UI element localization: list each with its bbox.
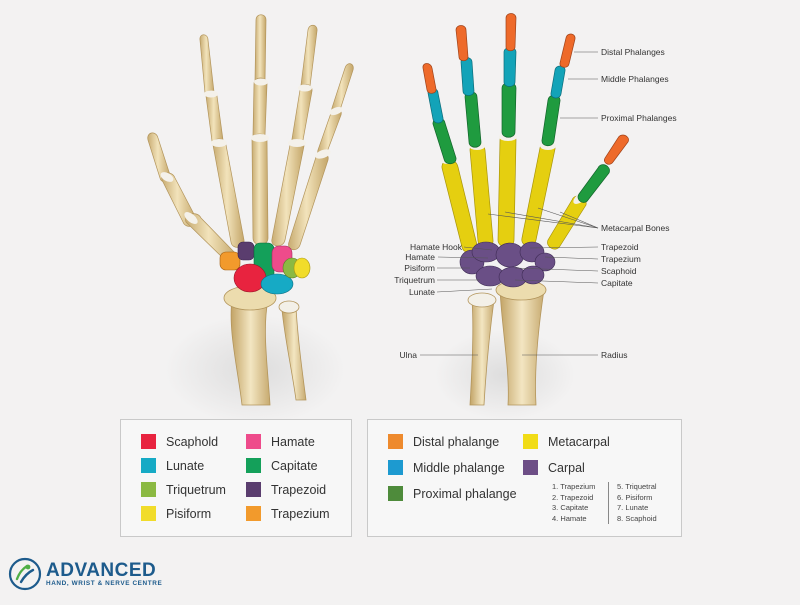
legend-label: Trapezium <box>271 506 330 521</box>
legend-swatch <box>246 458 261 473</box>
carpal-list-column-a: 1. Trapezium 2. Trapezoid 3. Capitate 4.… <box>552 482 595 524</box>
legend-swatch <box>388 460 403 475</box>
legend-item-proximal-phalange: Proximal phalange <box>388 486 517 501</box>
legend-label: Trapezoid <box>271 482 327 497</box>
label-triquetrum: Triquetrum <box>394 275 435 285</box>
left-radius-bone <box>230 299 271 406</box>
legend-swatch <box>141 434 156 449</box>
legend-item-triquetrum: Triquetrum <box>141 482 226 497</box>
legend-swatch <box>523 434 538 449</box>
legend-item-carpal: Carpal <box>523 460 585 475</box>
carpal-legend: Scaphold Hamate Lunate Capitate Triquetr… <box>120 419 352 537</box>
carpal-list-item: 7. Lunate <box>617 503 649 512</box>
legend-swatch <box>246 434 261 449</box>
right-ulna-bone <box>469 299 495 406</box>
legend-item-capitate: Capitate <box>246 458 318 473</box>
carpal-list-item: 6. Pisiform <box>617 492 653 502</box>
left-middle-finger <box>251 14 269 246</box>
carpal-list-divider <box>608 482 609 524</box>
legend-label: Carpal <box>548 460 585 475</box>
legend-item-hamate: Hamate <box>246 434 315 449</box>
brand-logo[interactable]: ADVANCED HAND, WRIST & NERVE CENTRE <box>8 557 162 591</box>
carpal-pisiform-left <box>293 257 311 279</box>
label-pisiform: Pisiform <box>404 263 435 273</box>
right-radius-bone <box>499 289 545 406</box>
legend-item-scaphoid: Scaphold <box>141 434 218 449</box>
carpal-trapezium-left <box>219 251 241 271</box>
carpal-list-item: 1. Trapezium <box>552 482 596 491</box>
legend-label: Metacarpal <box>548 434 610 449</box>
legend-item-pisiform: Pisiform <box>141 506 211 521</box>
legend-item-lunate: Lunate <box>141 458 204 473</box>
carpal-list-item: 5. Triquetral <box>617 482 657 491</box>
legend-item-middle-phalange: Middle phalange <box>388 460 505 475</box>
legend-label: Triquetrum <box>166 482 226 497</box>
carpal-list-item: 4. Hamate <box>552 513 587 523</box>
label-hamate-hook: Hamate Hook <box>410 242 463 252</box>
right-metacarpals <box>440 133 587 254</box>
label-scaphoid: Scaphoid <box>601 266 637 276</box>
brand-name: ADVANCED <box>46 559 157 581</box>
right-hand-illustration: Distal Phalanges Middle Phalanges Proxim… <box>394 13 677 406</box>
legend-label: Scaphold <box>166 434 219 449</box>
legend-label: Proximal phalange <box>413 486 517 501</box>
legend-label: Distal phalange <box>413 434 500 449</box>
label-radius: Radius <box>601 350 627 360</box>
carpal-list-column-b: 5. Triquetral 6. Pisiform 7. Lunate 8. S… <box>617 482 657 524</box>
legend-swatch <box>523 460 538 475</box>
label-trapezoid: Trapezoid <box>601 242 639 252</box>
carpal-lunate-left <box>260 273 294 295</box>
legend-swatch <box>141 482 156 497</box>
label-capitate: Capitate <box>601 278 633 288</box>
label-proximal-phalanges: Proximal Phalanges <box>601 113 677 123</box>
left-thumb <box>147 132 238 263</box>
right-distal-phalanges <box>422 13 629 165</box>
brand-subtitle: HAND, WRIST & NERVE CENTRE <box>46 579 163 587</box>
brand-emblem-icon <box>8 557 42 591</box>
legend-label: Capitate <box>271 458 318 473</box>
label-middle-phalanges: Middle Phalanges <box>601 74 669 84</box>
left-index-finger <box>199 34 245 248</box>
label-lunate: Lunate <box>409 287 435 297</box>
legend-label: Lunate <box>166 458 205 473</box>
legend-label: Pisiform <box>166 506 212 521</box>
bone-group-legend: Distal phalange Metacarpal Middle phalan… <box>367 419 682 537</box>
left-ulna-bone <box>281 307 307 401</box>
left-ring-finger <box>271 24 318 247</box>
label-hamate: Hamate <box>405 252 435 262</box>
carpal-list-item: 3. Capitate <box>552 503 589 512</box>
legend-label: Middle phalange <box>413 460 505 475</box>
leader-lines <box>420 51 599 356</box>
label-trapezium: Trapezium <box>601 254 641 264</box>
legend-swatch <box>141 458 156 473</box>
legend-item-metacarpal: Metacarpal <box>523 434 610 449</box>
legend-swatch <box>141 506 156 521</box>
carpal-list-item: 2. Trapezoid <box>552 492 594 502</box>
legend-label: Hamate <box>271 434 315 449</box>
legend-swatch <box>246 482 261 497</box>
carpal-trapezoid-left <box>237 241 255 261</box>
right-middle-phalanges <box>427 47 566 124</box>
label-ulna: Ulna <box>400 350 418 360</box>
legend-item-trapezoid: Trapezoid <box>246 482 326 497</box>
left-hand-illustration <box>147 14 354 406</box>
left-little-finger <box>288 63 354 251</box>
label-metacarpal-bones: Metacarpal Bones <box>601 223 670 233</box>
legend-swatch <box>388 486 403 501</box>
left-carpal-bones <box>219 241 311 295</box>
legend-item-distal-phalange: Distal phalange <box>388 434 499 449</box>
label-distal-phalanges: Distal Phalanges <box>601 47 665 57</box>
carpal-scaphoid-left <box>233 263 267 293</box>
legend-item-trapezium: Trapezium <box>246 506 330 521</box>
legend-swatch <box>388 434 403 449</box>
legend-swatch <box>246 506 261 521</box>
carpal-list-item: 8. Scaphoid <box>617 513 657 523</box>
